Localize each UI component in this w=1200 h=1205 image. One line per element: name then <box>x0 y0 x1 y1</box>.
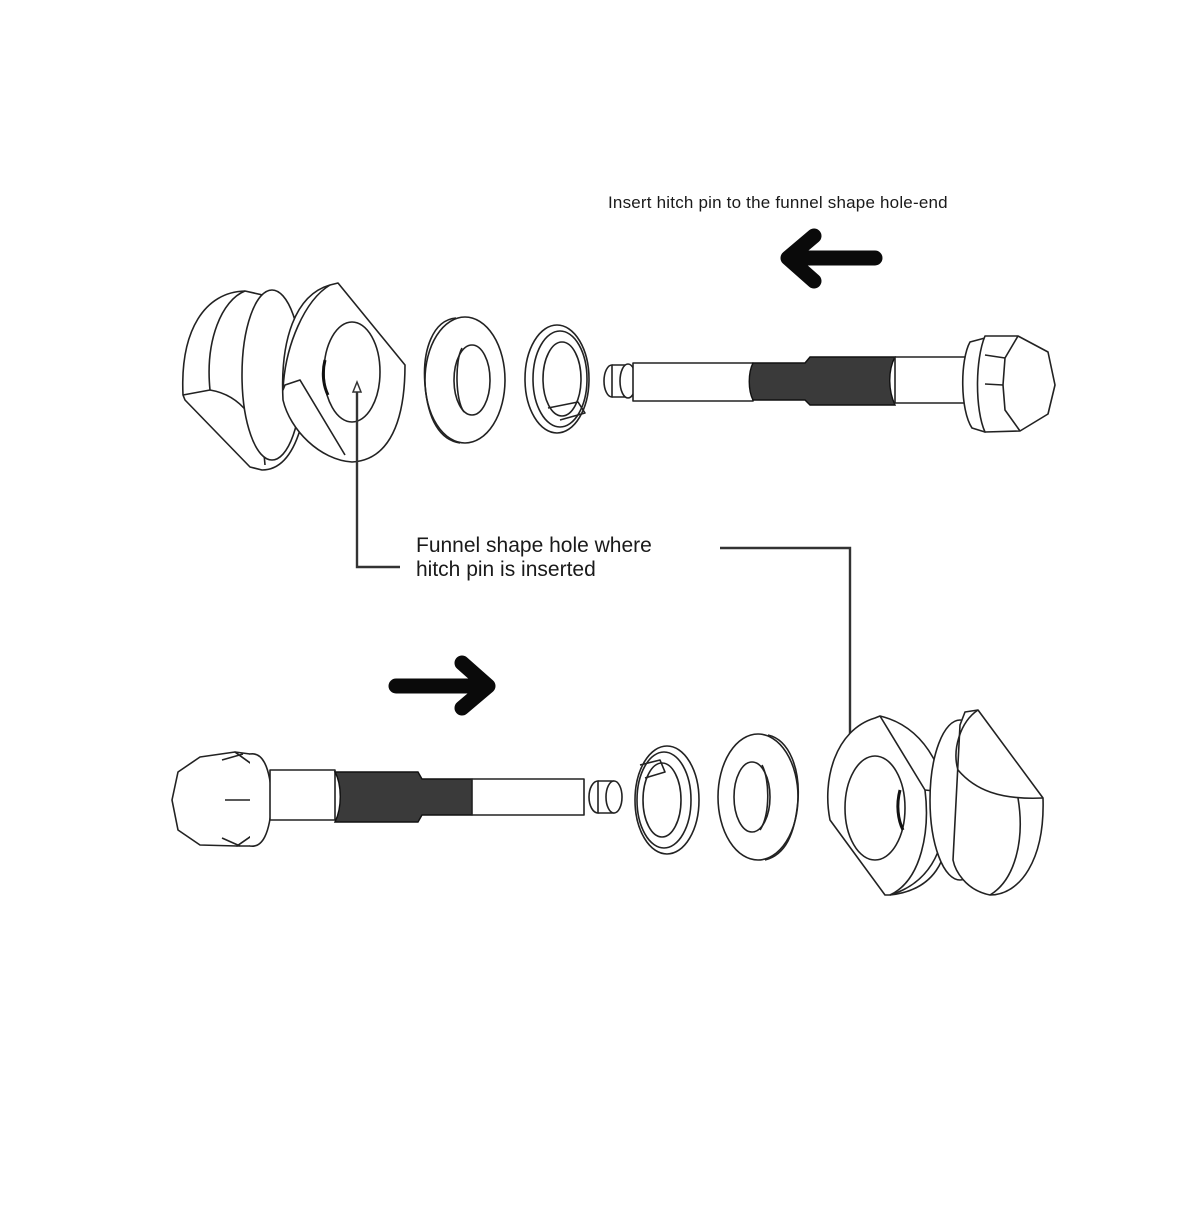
top-back-nut <box>181 289 303 471</box>
instruction-text: Insert hitch pin to the funnel shape hol… <box>608 193 948 212</box>
bottom-lock-washer <box>634 745 700 855</box>
bottom-funnel-nut <box>826 715 951 896</box>
leader-line-top <box>355 392 400 569</box>
arrow-right-icon <box>388 655 496 716</box>
leader-line-bottom <box>720 546 852 748</box>
bottom-hitch-pin-bolt <box>171 751 623 847</box>
callout-line-1: Funnel shape hole where <box>416 534 652 557</box>
top-funnel-nut <box>281 282 406 463</box>
top-assembly <box>181 228 1056 471</box>
callout-line-2: hitch pin is inserted <box>416 558 596 581</box>
arrow-left-icon <box>780 228 883 289</box>
top-hitch-pin-bolt <box>603 335 1056 433</box>
bottom-flat-washer <box>717 733 800 861</box>
top-flat-washer <box>423 316 506 444</box>
callout-text: Funnel shape hole where hitch pin is ins… <box>416 534 652 582</box>
bottom-assembly <box>171 655 1044 896</box>
bottom-back-nut <box>929 709 1044 896</box>
leader-pointer-top <box>351 379 363 393</box>
top-lock-washer <box>524 324 590 434</box>
